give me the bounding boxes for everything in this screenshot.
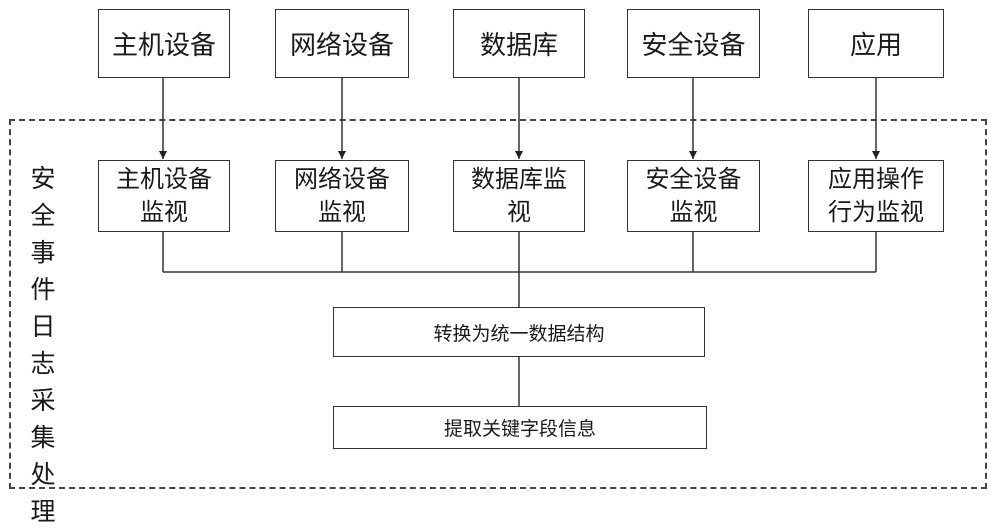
source-box-database: 数据库	[453, 9, 585, 78]
monitor-label-line: 数据库监	[471, 165, 567, 193]
source-label: 数据库	[479, 31, 558, 61]
monitor-box-database: 数据库监 视	[453, 160, 585, 232]
group-label-line: 采集	[30, 386, 56, 452]
monitor-label-line: 视	[507, 198, 531, 226]
monitor-label-line: 行为监视	[828, 198, 924, 226]
connector-layer	[159, 78, 880, 406]
source-label: 网络设备	[289, 31, 394, 61]
monitor-label-line: 应用操作	[828, 165, 924, 193]
extract-step-box: 提取关键字段信息	[333, 406, 707, 449]
group-label-line: 日志	[30, 312, 56, 378]
group-label-line: 处理	[30, 460, 56, 526]
group-label: 安全 事件 日志 采集 处理	[26, 160, 60, 530]
source-label: 主机设备	[111, 31, 216, 61]
monitor-box-application: 应用操作 行为监视	[808, 160, 944, 232]
monitor-label-line: 监视	[140, 198, 188, 226]
monitor-box-security: 安全设备 监视	[627, 160, 760, 232]
source-label: 应用	[849, 31, 902, 61]
convert-step-box: 转换为统一数据结构	[333, 307, 705, 357]
monitor-label-line: 监视	[669, 198, 718, 226]
source-box-security: 安全设备	[627, 9, 760, 78]
group-label-line: 安全	[30, 164, 56, 230]
monitor-box-host: 主机设备 监视	[98, 160, 230, 232]
source-box-application: 应用	[808, 9, 944, 78]
monitor-label-line: 安全设备	[645, 165, 742, 193]
monitor-label-line: 监视	[318, 198, 366, 226]
source-label: 安全设备	[641, 31, 746, 61]
extract-step-label: 提取关键字段信息	[443, 418, 596, 440]
convert-step-label: 转换为统一数据结构	[433, 322, 605, 345]
source-box-network: 网络设备	[275, 9, 409, 78]
monitor-label-line: 网络设备	[294, 165, 390, 193]
monitor-label-line: 主机设备	[116, 165, 212, 193]
group-label-line: 事件	[30, 238, 56, 304]
source-box-host: 主机设备	[98, 9, 230, 78]
log-processing-region	[9, 119, 987, 489]
monitor-box-network: 网络设备 监视	[275, 160, 409, 232]
